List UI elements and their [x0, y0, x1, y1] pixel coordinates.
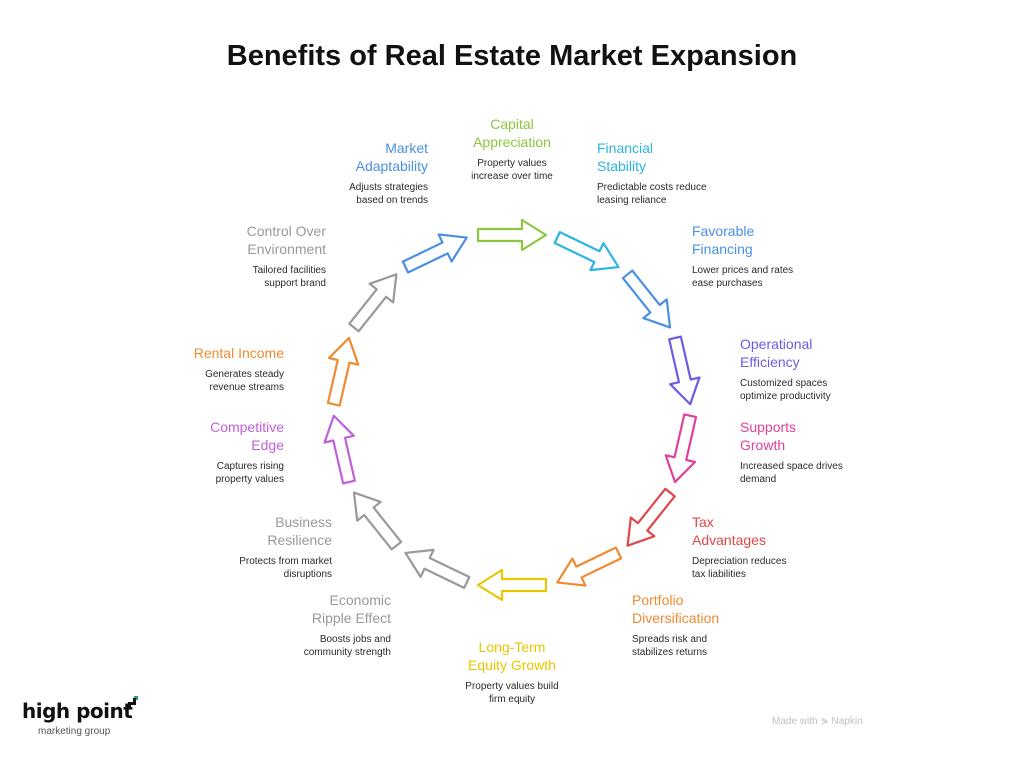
cycle-arrow-competitive-edge: [323, 414, 356, 485]
company-logo: high point marketing group: [22, 699, 133, 737]
benefit-title: Market Adaptability: [355, 140, 428, 174]
benefit-desc: Protects from market disruptions: [239, 556, 332, 580]
arrow-shape: [668, 335, 701, 406]
benefit-desc: Lower prices and rates ease purchases: [692, 265, 794, 289]
benefit-title: Financial Stability: [597, 140, 654, 174]
benefit-long-term-equity-growth: Long-Term Equity Growth Property values …: [427, 638, 597, 706]
benefit-desc: Generates steady revenue streams: [205, 369, 284, 393]
arrow-shape: [323, 414, 356, 485]
cycle-arrow-control-over-environment: [348, 273, 398, 333]
cycle-arrow-favorable-financing: [621, 269, 672, 329]
benefit-desc: Increased space drives demand: [740, 461, 843, 485]
benefit-title: Long-Term Equity Growth: [468, 639, 556, 673]
cycle-arrow-market-adaptability: [401, 233, 468, 274]
benefit-supports-growth: Supports Growth Increased space drives d…: [740, 418, 910, 486]
made-with-footer: Made with ⋟ Napkin: [772, 716, 863, 727]
benefit-market-adaptability: Market Adaptability Adjusts strategies b…: [258, 139, 428, 207]
benefit-business-resilience: Business Resilience Protects from market…: [162, 513, 332, 581]
benefit-title: Control Over Environment: [246, 223, 326, 257]
benefit-desc: Spreads risk and stabilizes returns: [632, 634, 708, 658]
benefit-title: Favorable Financing: [692, 223, 755, 257]
cycle-arrow-operational-efficiency: [668, 335, 701, 406]
cycle-arrow-capital-appreciation: [476, 218, 548, 252]
benefit-favorable-financing: Favorable Financing Lower prices and rat…: [692, 222, 862, 290]
arrow-shape: [626, 487, 676, 547]
benefit-competitive-edge: Competitive Edge Captures rising propert…: [114, 418, 284, 486]
benefit-desc: Adjusts strategies based on trends: [349, 182, 428, 206]
benefit-desc: Boosts jobs and community strength: [303, 634, 391, 658]
benefit-title: Portfolio Diversification: [632, 592, 720, 626]
benefit-desc: Tailored facilities support brand: [252, 265, 326, 289]
cycle-arrow-economic-ripple-effect: [404, 548, 471, 589]
benefit-financial-stability: Financial Stability Predictable costs re…: [597, 139, 767, 207]
cycle-arrow-supports-growth: [664, 413, 698, 484]
benefit-rental-income: Rental Income Generates steady revenue s…: [114, 344, 284, 394]
diagram-title: Benefits of Real Estate Market Expansion: [226, 40, 798, 72]
benefit-capital-appreciation: Capital Appreciation Property values inc…: [427, 115, 597, 183]
benefit-title: Competitive Edge: [210, 419, 284, 453]
benefit-tax-advantages: Tax Advantages Depreciation reduces tax …: [692, 513, 862, 581]
benefit-desc: Property values build firm equity: [465, 681, 559, 705]
benefit-title: Rental Income: [193, 345, 284, 361]
benefit-title: Supports Growth: [740, 419, 797, 453]
arrow-shape: [664, 413, 698, 484]
benefit-control-over-environment: Control Over Environment Tailored facili…: [156, 222, 326, 290]
cycle-arrow-rental-income: [326, 336, 360, 407]
arrow-shape: [348, 273, 398, 333]
benefit-title: Business Resilience: [267, 514, 332, 548]
logo-tagline: marketing group: [38, 726, 111, 737]
benefit-desc: Customized spaces optimize productivity: [740, 378, 831, 402]
logo-wordmark: high point: [22, 699, 133, 723]
cycle-arrow-business-resilience: [352, 491, 403, 551]
arrow-shape: [401, 233, 468, 274]
logo-arrow-icon: [128, 696, 138, 708]
benefit-title: Economic Ripple Effect: [311, 592, 391, 626]
arrow-shape: [404, 548, 471, 589]
benefit-portfolio-diversification: Portfolio Diversification Spreads risk a…: [632, 591, 802, 659]
benefit-title: Tax Advantages: [692, 514, 766, 548]
arrow-shape: [621, 269, 672, 329]
arrow-shape: [326, 336, 360, 407]
arrow-shape: [556, 546, 623, 587]
cycle-arrow-portfolio-diversification: [556, 546, 623, 587]
arrow-shape: [476, 218, 548, 252]
benefit-desc: Property values increase over time: [471, 158, 553, 182]
benefit-operational-efficiency: Operational Efficiency Customized spaces…: [740, 335, 910, 403]
benefit-title: Operational Efficiency: [740, 336, 813, 370]
arrow-shape: [476, 568, 548, 602]
arrow-shape: [553, 231, 620, 272]
arrow-shape: [352, 491, 403, 551]
benefit-desc: Predictable costs reduce leasing relianc…: [597, 182, 707, 206]
benefit-desc: Captures rising property values: [215, 461, 284, 485]
benefit-title: Capital Appreciation: [473, 116, 551, 150]
benefit-economic-ripple-effect: Economic Ripple Effect Boosts jobs and c…: [221, 591, 391, 659]
cycle-arrow-financial-stability: [553, 231, 620, 272]
cycle-arrow-long-term-equity-growth: [476, 568, 548, 602]
benefit-desc: Depreciation reduces tax liabilities: [692, 556, 787, 580]
cycle-arrow-tax-advantages: [626, 487, 676, 547]
